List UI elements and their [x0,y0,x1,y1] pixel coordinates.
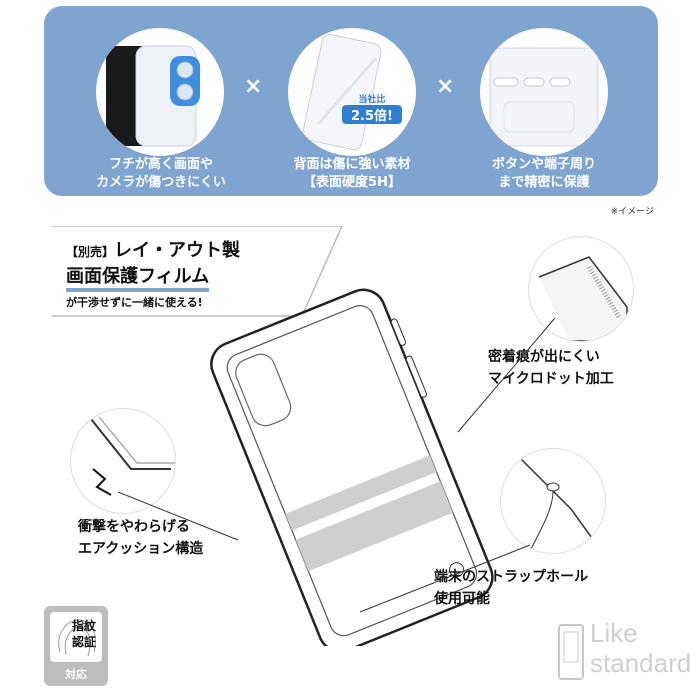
feature-button-image [480,28,608,156]
fingerprint-badge: 指紋 認証 対応 [44,606,108,686]
air-cushion-callout: 衝撃をやわらげる エアクッション構造 [78,516,203,560]
strap-hole-callout: 端末のストラップホール 使用可能 [434,566,588,610]
phone-edge-camera-icon [106,45,200,147]
strap-hole-callout-line2: 使用可能 [434,591,490,607]
strap-hole-icon [520,458,598,550]
feature-panel: フチが高く画面や カメラが傷つきにくい × 当社比 2.5倍! 背面は傷に強い素… [44,6,658,196]
microdot-callout-line2: マイクロドット加工 [488,371,614,387]
microdot-callout: 密着痕が出にくい マイクロドット加工 [488,346,614,390]
hero-subtitle: が干渉せずに一緒に使える! [66,296,203,309]
feature-back-image [288,28,416,156]
hero-title-line2: 画面保護フィルム [66,262,210,292]
fingerprint-icon: 指紋 認証 [50,612,102,662]
microdot-corner-icon [538,256,628,341]
microdot-detail-image [528,236,634,342]
hero-tag: 【別売】 [66,245,115,259]
feature-back-caption-line2: 【表面硬度5H】 [303,175,401,190]
button-cutout-icon [489,47,599,147]
feature-edge-caption-line2: カメラが傷つきにくい [96,175,226,190]
air-cushion-callout-line1: 衝撃をやわらげる [78,519,190,535]
air-cushion-detail-image [70,408,176,514]
feature-button-caption: ボタンや端子周り まで精密に保護 [449,156,639,192]
fingerprint-badge-line1: 指紋 [72,619,97,633]
hero-title-line1: レイ・アウト製 [114,240,241,261]
times-symbol: × [244,74,263,99]
hero-frame-shape [52,226,343,317]
strap-hole-callout-line1: 端末のストラップホール [434,569,588,585]
case-illustration [210,288,494,646]
hardness-badge: 当社比 2.5倍! [342,92,402,124]
hardness-badge-value: 2.5倍! [342,105,402,124]
feature-edge-image [96,28,224,156]
brand-watermark: Like standard [558,618,692,688]
microdot-callout-line1: 密着痕が出にくい [488,349,600,365]
film-compat-block: 【別売】レイ・アウト製 画面保護フィルム が干渉せずに一緒に使える! [52,226,343,317]
air-cushion-corner-icon [90,416,175,496]
feature-button-caption-line1: ボタンや端子周り [491,157,596,172]
hardness-badge-label: 当社比 [358,95,386,105]
feature-edge-caption-line1: フチが高く画面や [108,157,213,172]
brand-line1: Like [590,618,638,648]
strap-hole-detail-image [500,448,606,554]
brand-logo-icon [558,624,584,680]
air-cushion-callout-line2: エアクッション構造 [78,541,204,557]
fingerprint-badge-line2: 認証 [72,635,97,649]
feature-back-caption: 背面は傷に強い素材 【表面硬度5H】 [257,156,447,192]
feature-edge-caption: フチが高く画面や カメラが傷つきにくい [66,156,256,192]
times-symbol: × [436,74,455,99]
image-note: ※イメージ [610,207,654,217]
brand-line2: standard [590,648,692,678]
feature-button-caption-line2: まで精密に保護 [498,175,590,190]
feature-back-caption-line1: 背面は傷に強い素材 [293,157,411,172]
fingerprint-badge-line3: 対応 [65,668,87,681]
